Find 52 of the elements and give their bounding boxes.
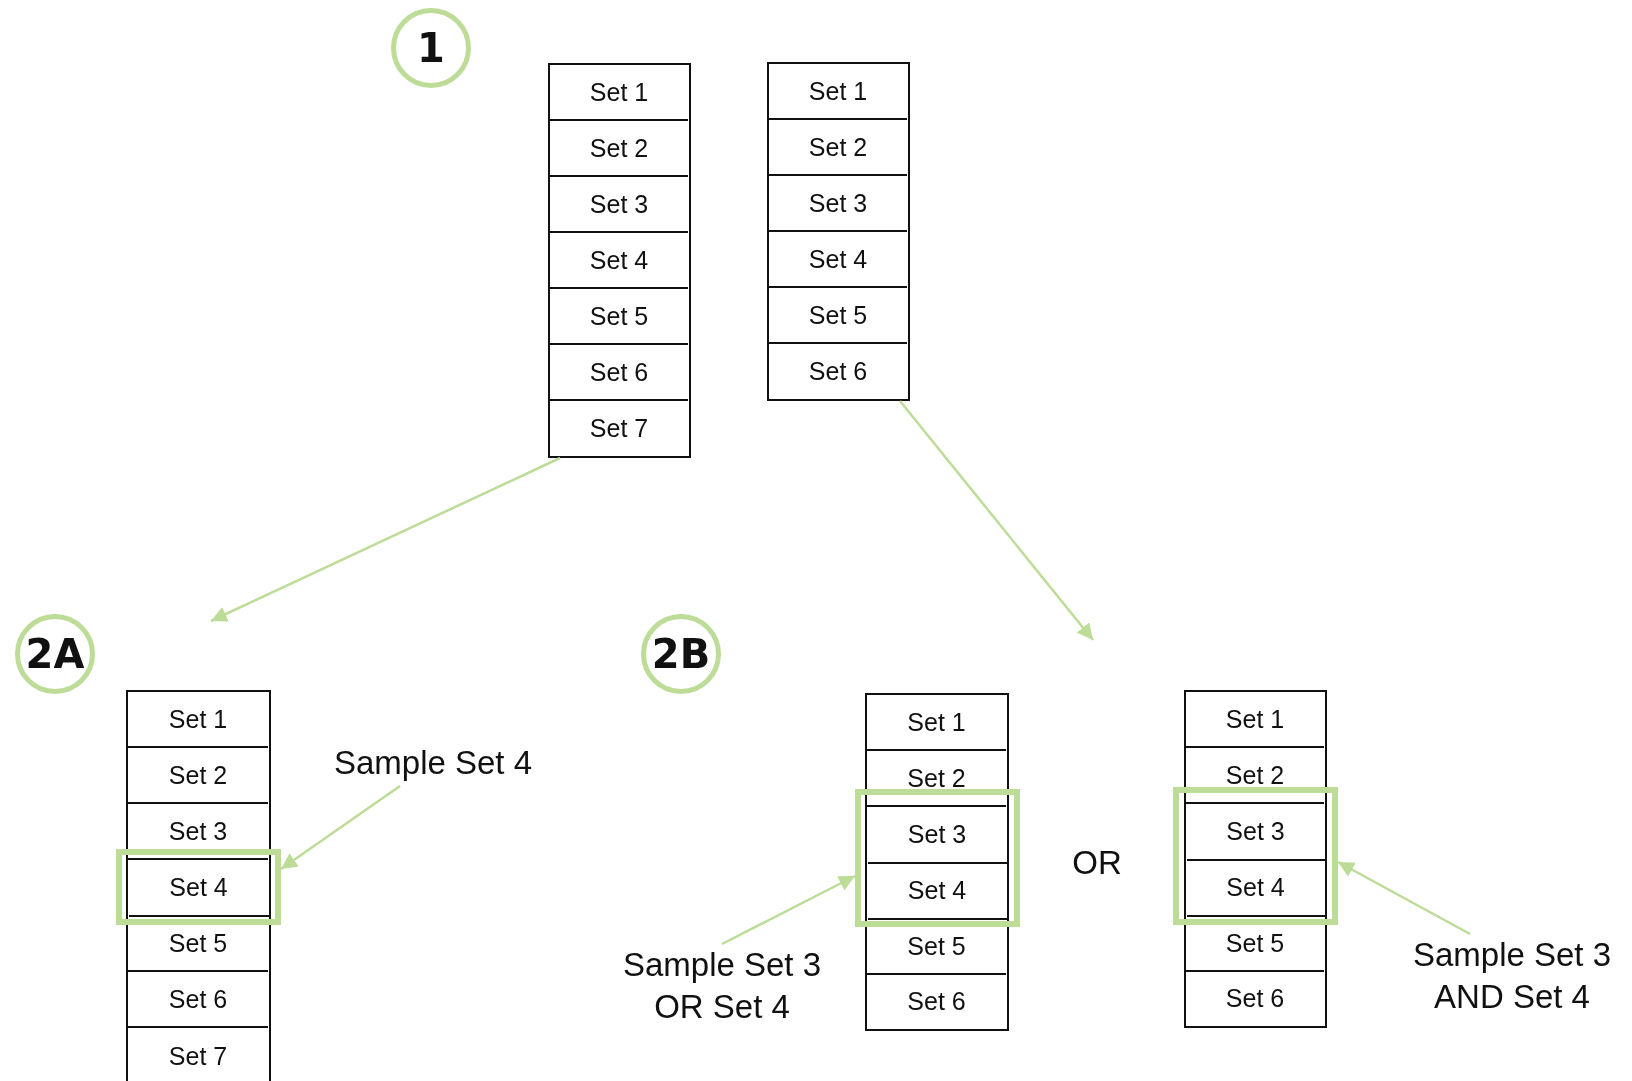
- step-badge: 2A: [15, 614, 95, 694]
- set-row: Set 4: [550, 233, 688, 289]
- set-row: Set 2: [128, 748, 268, 804]
- set-row: Set 6: [128, 972, 268, 1028]
- set-row: Set 5: [867, 919, 1006, 975]
- highlight-frame: [855, 789, 1020, 927]
- set-row: Set 1: [769, 64, 907, 120]
- set-row: Set 6: [769, 344, 907, 398]
- set-row: Set 4: [128, 860, 269, 917]
- annotation-text: Sample Set 4: [318, 742, 548, 786]
- set-row: Set 5: [550, 289, 688, 345]
- highlight-frame: [1173, 787, 1338, 925]
- set-stack: [865, 693, 1009, 1031]
- set-row: Set 3: [550, 177, 688, 233]
- set-row: Set 2: [1186, 748, 1324, 804]
- step-badge: 1: [391, 8, 471, 88]
- arrow: [1337, 860, 1471, 936]
- set-row: Set 7: [550, 401, 688, 455]
- set-row: Set 2: [769, 120, 907, 176]
- arrow: [280, 784, 401, 871]
- set-row: Set 3: [769, 176, 907, 232]
- set-row: Set 4: [769, 232, 907, 288]
- arrow: [721, 874, 856, 946]
- set-row: Set 5: [769, 288, 907, 344]
- arrow: [899, 400, 1094, 641]
- set-row: Set 2: [550, 121, 688, 177]
- set-stack: [1184, 690, 1327, 1028]
- arrow: [210, 456, 561, 623]
- set-row: Set 1: [1186, 692, 1324, 748]
- set-stack: [548, 63, 691, 458]
- annotation-text: Sample Set 3 OR Set 4: [602, 944, 842, 1028]
- set-row: Set 4: [867, 863, 1007, 920]
- set-row: Set 2: [867, 751, 1006, 807]
- set-row: Set 5: [1186, 916, 1324, 972]
- set-row: Set 3: [128, 804, 268, 860]
- set-stack: [767, 62, 910, 401]
- set-row: Set 5: [128, 916, 268, 972]
- highlight-frame: [116, 849, 281, 925]
- step-badge: 2B: [641, 614, 721, 694]
- set-row: Set 6: [867, 975, 1006, 1028]
- set-row: Set 4: [1186, 860, 1325, 917]
- or-label: OR: [1071, 843, 1123, 883]
- set-stack: [126, 690, 271, 1081]
- annotation-text: Sample Set 3 AND Set 4: [1392, 934, 1632, 1018]
- set-row: Set 1: [550, 65, 688, 121]
- set-row: Set 7: [128, 1028, 268, 1081]
- set-row: Set 6: [1186, 972, 1324, 1025]
- set-row: Set 6: [550, 345, 688, 401]
- set-row: Set 1: [128, 692, 268, 748]
- set-row: Set 3: [867, 807, 1007, 864]
- set-row: Set 3: [1186, 804, 1325, 861]
- set-row: Set 1: [867, 695, 1006, 751]
